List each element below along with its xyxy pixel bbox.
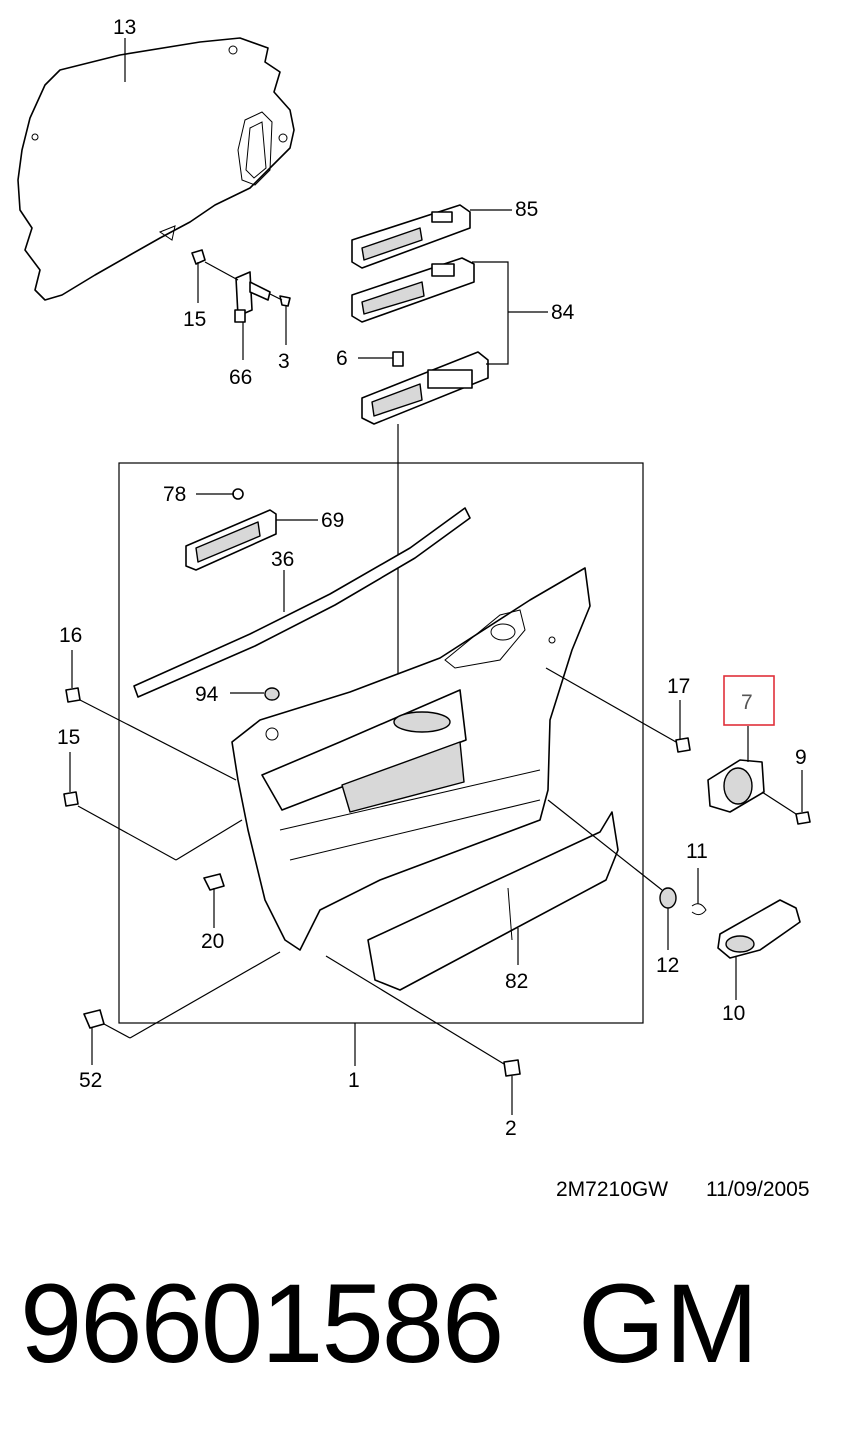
part-84-switch-lower — [361, 351, 489, 425]
part-20-fastener — [203, 873, 225, 891]
part-13-insulation-sheet — [17, 37, 295, 301]
bracket-84 — [472, 261, 509, 365]
part-11-spring-clip — [691, 903, 707, 916]
part-1-door-trim-panel — [231, 567, 591, 951]
callout-69: 69 — [321, 509, 344, 532]
callout-36: 36 — [271, 548, 294, 571]
part-66-bracket — [234, 271, 271, 323]
callout-17: 17 — [667, 675, 690, 698]
part-3-screw — [279, 295, 291, 307]
callout-16: 16 — [59, 624, 82, 647]
callout-15-top: 15 — [183, 308, 206, 331]
callout-20: 20 — [201, 930, 224, 953]
callout-15-left: 15 — [57, 726, 80, 749]
part-16-clip — [65, 687, 81, 703]
highlight-box-7 — [723, 675, 775, 726]
part-6-screw — [392, 351, 404, 367]
callout-52: 52 — [79, 1069, 102, 1092]
callout-1: 1 — [348, 1069, 360, 1092]
part-78-screw — [232, 488, 244, 500]
part-12-washer — [659, 887, 677, 909]
callout-11: 11 — [686, 840, 708, 863]
callout-2: 2 — [505, 1117, 517, 1140]
footer-part-number: 96601586 — [20, 1261, 504, 1386]
part-69-switch-bezel — [185, 509, 277, 571]
callout-85: 85 — [515, 198, 538, 221]
callout-3: 3 — [278, 350, 290, 373]
footer-brand: GM — [578, 1261, 759, 1386]
part-15-clip-top — [191, 249, 206, 265]
part-85-window-switch — [351, 204, 471, 269]
callout-84: 84 — [551, 301, 575, 324]
part-52-clip — [83, 1009, 105, 1029]
callout-78: 78 — [163, 483, 186, 506]
part-7-handle-escutcheon — [707, 759, 765, 813]
part-15-clip-left — [63, 791, 79, 807]
drawing-code: 2M7210GW — [556, 1178, 668, 1201]
callout-12: 12 — [656, 954, 679, 977]
drawing-date: 11/09/2005 — [706, 1178, 810, 1201]
callout-6: 6 — [336, 347, 348, 370]
part-10-inside-handle — [717, 899, 801, 959]
callout-10: 10 — [722, 1002, 745, 1025]
part-84-switch-middle — [351, 257, 475, 323]
part-36-belt-molding — [133, 507, 471, 698]
callout-7: 7 — [741, 691, 753, 714]
assembly-frame — [118, 462, 644, 1024]
part-82-map-pocket — [367, 811, 619, 991]
callout-13: 13 — [113, 16, 136, 39]
part-2-screw — [503, 1059, 521, 1077]
part-94-grommet — [264, 687, 280, 701]
callout-9: 9 — [795, 746, 807, 769]
callout-82: 82 — [505, 970, 528, 993]
callout-66: 66 — [229, 366, 252, 389]
callout-94: 94 — [195, 683, 219, 706]
part-9-screw — [795, 811, 811, 825]
part-17-clip — [675, 737, 691, 753]
